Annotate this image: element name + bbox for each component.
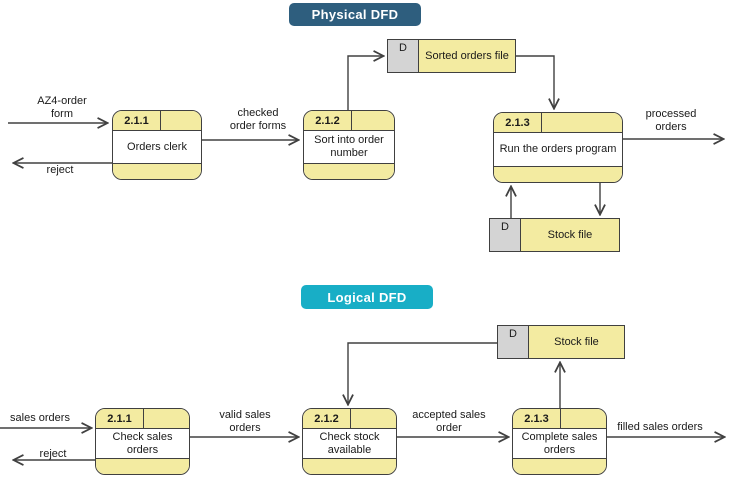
flow-label-sales-orders: sales orders bbox=[10, 412, 70, 424]
flow-label-checked-order-forms: checked order forms bbox=[229, 107, 287, 132]
process-run-the-orders-program[interactable]: 2.1.3 Run the orders program bbox=[493, 112, 623, 183]
process-orders-clerk[interactable]: 2.1.1 Orders clerk bbox=[112, 110, 202, 180]
flow-label-filled-sales-orders: filled sales orders bbox=[617, 421, 703, 433]
datastore-stock-file-physical[interactable]: D Stock file bbox=[489, 218, 620, 252]
physical-dfd-badge: Physical DFD bbox=[289, 3, 421, 26]
process-name: Complete sales orders bbox=[521, 430, 598, 456]
flow-label-accepted-sales-order: accepted sales order bbox=[412, 409, 486, 434]
flow-label-valid-sales-orders: valid sales orders bbox=[219, 409, 271, 434]
datastore-name: Stock file bbox=[554, 336, 599, 348]
flow-stock-file-to-check-stock bbox=[348, 342, 497, 404]
process-name: Sort into order number bbox=[314, 134, 384, 159]
datastore-sorted-orders-file[interactable]: D Sorted orders file bbox=[387, 39, 516, 73]
process-id: 2.1.1 bbox=[113, 111, 161, 130]
flow-sort-to-sorted-orders-file bbox=[347, 56, 383, 110]
datastore-id: D bbox=[498, 326, 529, 358]
flow-label-reject-physical: reject bbox=[46, 164, 74, 176]
logical-dfd-badge: Logical DFD bbox=[301, 285, 433, 309]
datastore-stock-file-logical[interactable]: D Stock file bbox=[497, 325, 625, 359]
process-sort-into-order-number[interactable]: 2.1.2 Sort into order number bbox=[303, 110, 395, 180]
flow-sorted-orders-file-to-run bbox=[516, 55, 554, 108]
process-complete-sales-orders[interactable]: 2.1.3 Complete sales orders bbox=[512, 408, 607, 475]
process-check-stock-available[interactable]: 2.1.2 Check stock available bbox=[302, 408, 397, 475]
process-name: Orders clerk bbox=[127, 140, 187, 153]
flow-label-reject-logical: reject bbox=[39, 448, 67, 460]
datastore-id: D bbox=[490, 219, 521, 251]
process-check-sales-orders[interactable]: 2.1.1 Check sales orders bbox=[95, 408, 190, 475]
flow-label-processed-orders: processed orders bbox=[645, 108, 697, 133]
process-id: 2.1.3 bbox=[494, 113, 542, 132]
process-id: 2.1.2 bbox=[304, 111, 352, 130]
process-name: Run the orders program bbox=[499, 143, 617, 155]
datastore-id: D bbox=[388, 40, 419, 72]
process-id: 2.1.2 bbox=[303, 409, 351, 428]
process-name: Check stock available bbox=[319, 430, 380, 456]
datastore-name: Sorted orders file bbox=[425, 50, 509, 62]
flow-label-az4-order-form: AZ4-order form bbox=[37, 95, 87, 120]
datastore-name: Stock file bbox=[547, 229, 593, 241]
process-id: 2.1.1 bbox=[96, 409, 144, 428]
process-name: Check sales orders bbox=[112, 430, 173, 456]
process-id: 2.1.3 bbox=[513, 409, 561, 428]
